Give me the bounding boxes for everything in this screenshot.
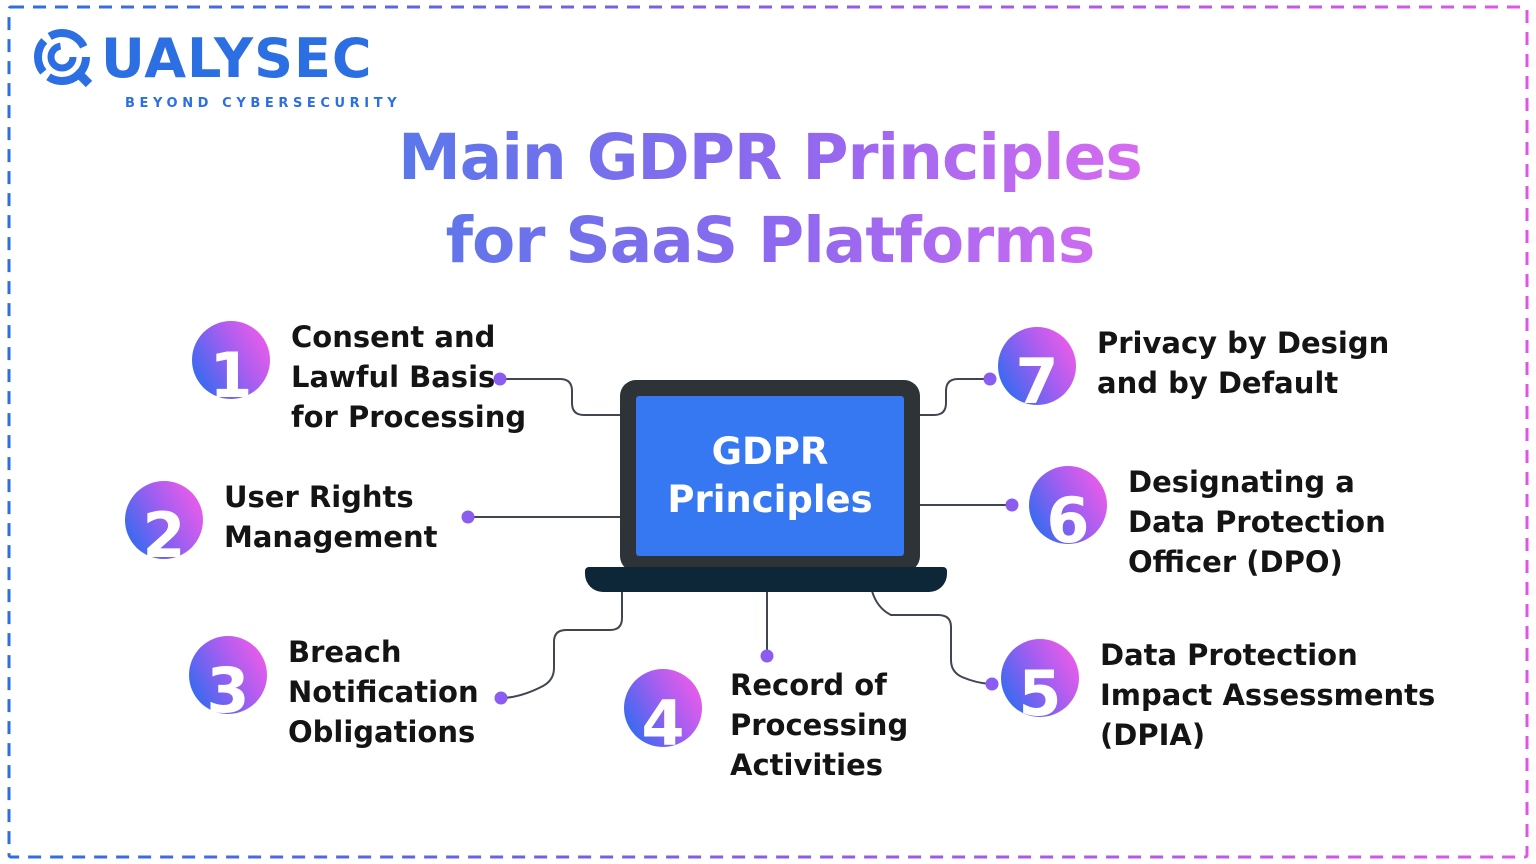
connector-dot-7	[983, 372, 997, 386]
number-badge-1: 1	[192, 321, 270, 407]
principle-item-2: 2 User Rights Management	[125, 480, 464, 567]
connector-3	[502, 591, 623, 699]
connector-dot-4	[760, 649, 774, 663]
principle-label-6: Designating a Data Protection Officer (D…	[1128, 465, 1386, 579]
principle-item-6: 6 Designating a Data Protection Officer …	[1029, 465, 1418, 582]
number-badge-6: 6	[1029, 466, 1107, 552]
connector-dot-5	[985, 677, 999, 691]
connector-dot-6	[1005, 498, 1019, 512]
logo-wordmark: UALYSEC	[101, 27, 373, 90]
laptop-screen: GDPR Principles	[636, 396, 904, 556]
laptop-base	[585, 567, 947, 592]
principle-item-7: 7 Privacy by Design and by Default	[998, 326, 1417, 413]
page-title-line1: Main GDPR Principles	[398, 121, 1142, 194]
qualysec-q-icon	[34, 29, 93, 88]
number-badge-5: 5	[1001, 639, 1079, 725]
qualysec-logo: UALYSEC BEYOND CYBERSECURITY	[33, 28, 401, 111]
laptop-illustration: GDPR Principles	[620, 380, 920, 572]
principle-label-1: Consent and Lawful Basis for Processing	[291, 320, 527, 434]
number-badge-2: 2	[125, 481, 203, 567]
principle-item-4: 4 Record of Processing Activities	[624, 668, 950, 785]
principle-label-4: Record of Processing Activities	[730, 668, 909, 782]
principle-label-3: Breach Notification Obligations	[288, 635, 479, 749]
principle-item-3: 3 Breach Notification Obligations	[189, 635, 508, 752]
number-badge-7: 7	[998, 327, 1076, 413]
principle-label-5: Data Protection Impact Assessments (DPIA…	[1100, 638, 1436, 752]
number-badge-3: 3	[189, 636, 267, 722]
principle-label-2: User Rights Management	[224, 480, 438, 554]
connector-7	[920, 378, 990, 416]
laptop-screen-title: GDPR Principles	[667, 429, 873, 521]
page-title: Main GDPR Principles for SaaS Platforms	[0, 116, 1536, 282]
page-title-line2: for SaaS Platforms	[445, 204, 1095, 278]
logo-tagline: BEYOND CYBERSECURITY	[125, 96, 402, 111]
principle-item-5: 5 Data Protection Impact Assessments (DP…	[1001, 638, 1460, 755]
principle-item-1: 1 Consent and Lawful Basis for Processin…	[192, 320, 541, 437]
principle-label-7: Privacy by Design and by Default	[1097, 326, 1390, 400]
number-badge-4: 4	[624, 669, 702, 755]
